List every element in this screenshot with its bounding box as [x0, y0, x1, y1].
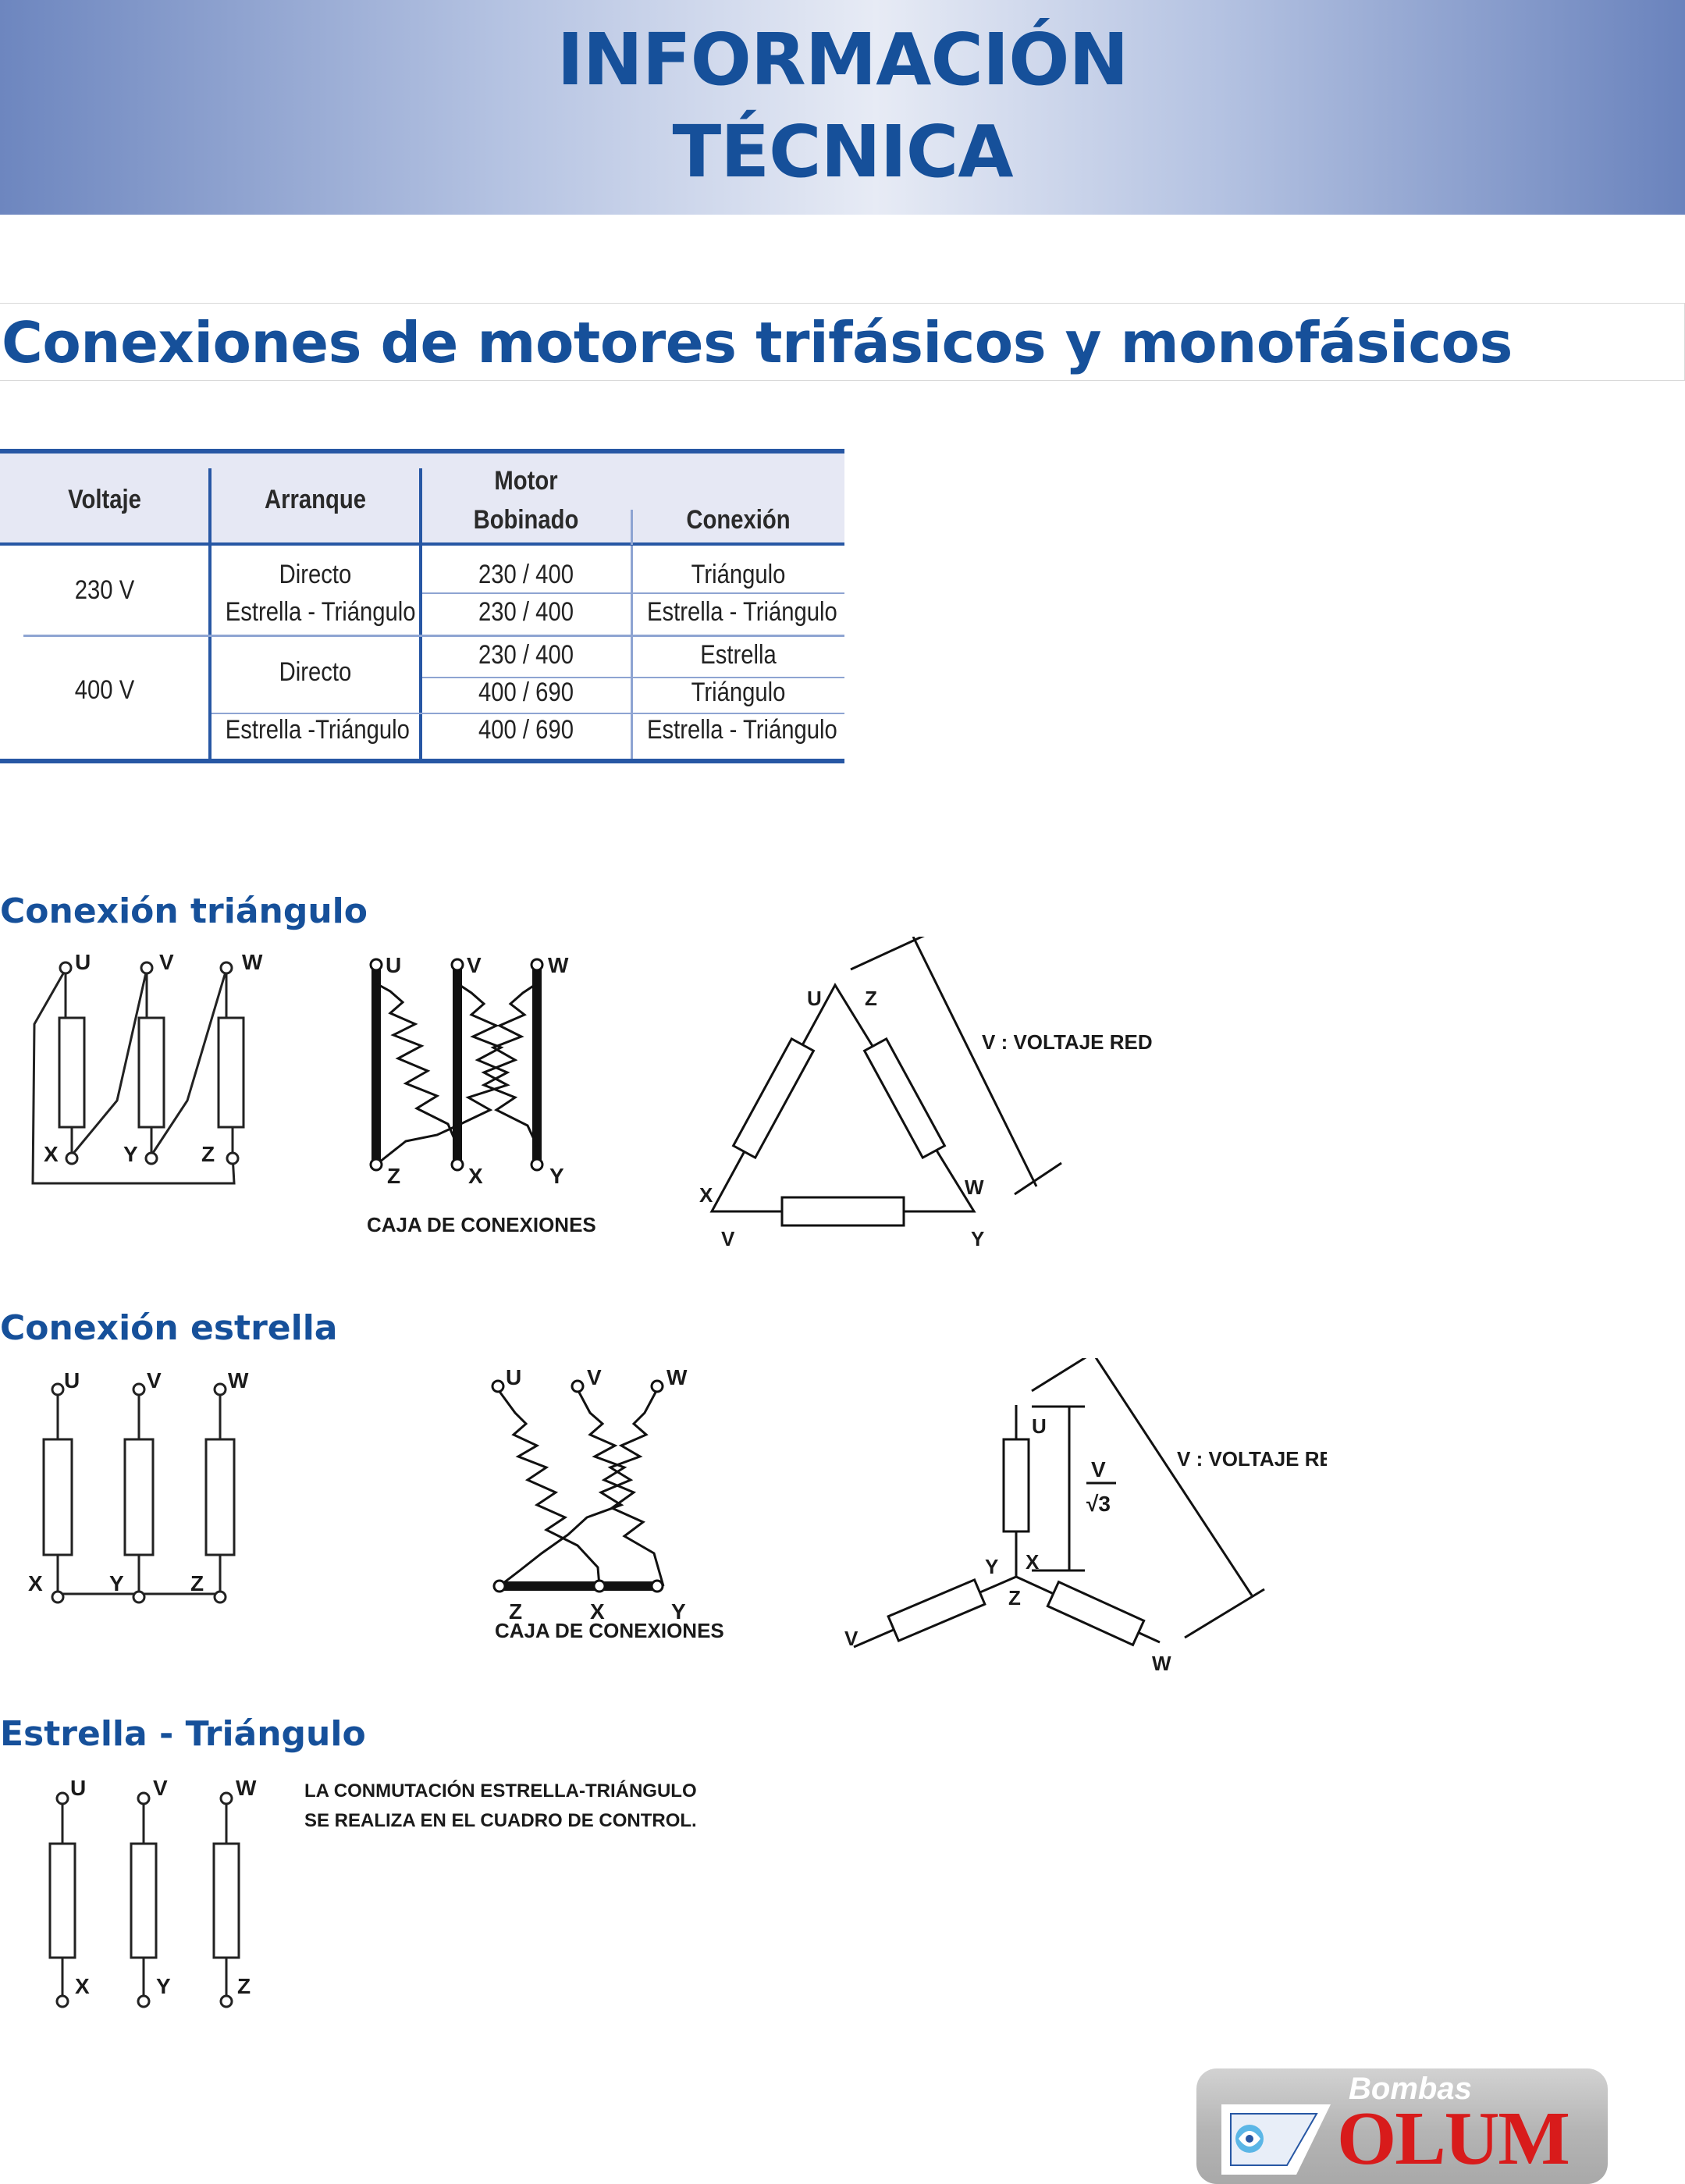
col-divider-2	[419, 546, 422, 759]
terminal-label: W	[236, 1776, 257, 1800]
connection-table: Voltaje Arranque Motor Bobinado Conexión…	[0, 449, 844, 765]
terminal-label: U	[386, 953, 401, 977]
cell-arranque: Estrella -Triángulo	[225, 715, 410, 745]
terminal-label: U	[506, 1365, 521, 1389]
terminal-label: Z	[201, 1142, 215, 1166]
header-voltaje: Voltaje	[68, 485, 141, 514]
terminal-label: U	[70, 1776, 86, 1800]
star-node-label: W	[1152, 1652, 1171, 1675]
note-line-1: LA CONMUTACIÓN ESTRELLA-TRIÁNGULO	[304, 1780, 697, 1802]
terminal-label: X	[28, 1571, 43, 1595]
star-connection-diagram: U V W X Y Z U V W Z X Y CAJA DE CONEXION…	[28, 1358, 1327, 1675]
terminal-label: Y	[156, 1974, 171, 1998]
cell-bobinado: 230 / 400	[478, 560, 574, 589]
note-line-2: SE REALIZA EN EL CUADRO DE CONTROL.	[304, 1810, 697, 1831]
header-bobinado: Bobinado	[473, 505, 579, 535]
cell-bobinado: 400 / 690	[478, 715, 574, 745]
terminal-label: Z	[237, 1974, 251, 1998]
terminal-label: W	[228, 1368, 249, 1393]
fraction-numerator: V	[1091, 1457, 1106, 1481]
row-line-a	[422, 592, 844, 594]
heading-conexion-estrella: Conexión estrella	[0, 1308, 338, 1348]
terminal-label: Y	[109, 1571, 124, 1595]
row-line-c	[212, 713, 844, 714]
cell-voltaje-230: 230 V	[74, 575, 135, 605]
triangle-node-label: Z	[865, 987, 877, 1010]
terminal-label: Y	[549, 1164, 564, 1188]
cell-voltaje-400: 400 V	[74, 675, 135, 705]
table-grid	[0, 449, 844, 763]
header-banner: INFORMACIÓN TÉCNICA	[0, 0, 1685, 215]
star-node-label: Y	[985, 1555, 998, 1578]
caja-label: CAJA DE CONEXIONES	[367, 1213, 596, 1236]
triangle-node-label: Y	[971, 1227, 984, 1250]
header-arranque: Arranque	[265, 485, 366, 514]
star-node-label: Z	[1008, 1586, 1021, 1610]
logo-mark-icon	[1221, 2104, 1331, 2175]
header-divider-2	[419, 468, 422, 545]
star-node-label: X	[1026, 1550, 1040, 1574]
voltage-label: V : VOLTAJE RED	[1177, 1447, 1327, 1471]
section-title: Conexiones de motores trifásicos y monof…	[2, 310, 1513, 375]
cell-bobinado: 230 / 400	[478, 597, 574, 627]
cell-conexion: Estrella - Triángulo	[647, 597, 837, 627]
cell-conexion: Triángulo	[691, 560, 786, 589]
terminal-label: W	[548, 953, 569, 977]
heading-conexion-triangulo: Conexión triángulo	[0, 891, 368, 931]
star-node-label: U	[1032, 1414, 1047, 1438]
table-top-rule	[0, 449, 844, 454]
terminal-label: X	[468, 1164, 483, 1188]
terminal-label: Z	[509, 1599, 522, 1624]
cell-conexion: Triángulo	[691, 678, 786, 707]
terminal-label: Y	[671, 1599, 686, 1624]
logo-brand-text: OLUM	[1337, 2097, 1570, 2181]
table-bottom-rule	[0, 759, 844, 763]
caja-label: CAJA DE CONEXIONES	[495, 1619, 724, 1642]
terminal-label: V	[587, 1365, 602, 1389]
terminal-label: V	[159, 950, 174, 974]
section-title-bar: Conexiones de motores trifásicos y monof…	[0, 303, 1685, 381]
triangle-node-label: X	[699, 1183, 713, 1207]
cell-conexion: Estrella	[700, 640, 777, 670]
cell-conexion: Estrella - Triángulo	[647, 715, 837, 745]
header-divider-1	[208, 468, 212, 545]
fraction-denominator: √3	[1086, 1492, 1111, 1516]
triangle-node-label: V	[721, 1227, 735, 1250]
row-line-b	[422, 677, 844, 678]
terminal-label: V	[147, 1368, 162, 1393]
cell-bobinado: 400 / 690	[478, 678, 574, 707]
col-divider-3	[631, 546, 633, 759]
terminal-label: W	[667, 1365, 688, 1389]
col-divider-1	[208, 546, 212, 759]
header-conexion: Conexión	[686, 505, 791, 535]
voltage-label: V : VOLTAJE RED	[982, 1030, 1153, 1054]
terminal-label: Z	[387, 1164, 400, 1188]
terminal-label: X	[75, 1974, 90, 1998]
cell-arranque: Directo	[279, 657, 352, 687]
triangle-connection-diagram: U V W X Y Z U V W Z X Y CAJA DE CONEXION…	[31, 937, 1153, 1250]
cell-arranque: Directo	[279, 560, 352, 589]
triangle-node-label: U	[807, 987, 822, 1010]
star-node-label: V	[844, 1627, 858, 1650]
terminal-label: Y	[123, 1142, 138, 1166]
terminal-label: U	[64, 1368, 80, 1393]
page-title: INFORMACIÓN TÉCNICA	[556, 18, 1129, 194]
logo-top-text: Bombas	[1349, 2072, 1472, 2106]
heading-estrella-triangulo: Estrella - Triángulo	[0, 1714, 366, 1754]
group-divider	[23, 635, 844, 637]
triangle-node-label: W	[965, 1176, 984, 1199]
bombas-olum-logo: Bombas OLUM	[1196, 2068, 1608, 2184]
cell-arranque: Estrella - Triángulo	[225, 597, 416, 627]
cell-bobinado: 230 / 400	[478, 640, 574, 670]
star-delta-diagram: U V W X Y Z LA CONMUTACIÓN ESTRELLA-TRIÁ…	[48, 1776, 697, 2008]
terminal-label: U	[75, 950, 91, 974]
terminal-label: X	[590, 1599, 605, 1624]
terminal-label: Z	[190, 1571, 204, 1595]
terminal-label: V	[467, 953, 482, 977]
header-motor: Motor	[494, 466, 558, 496]
terminal-label: X	[44, 1142, 59, 1166]
header-divider-3	[631, 510, 633, 545]
terminal-label: W	[242, 950, 263, 974]
terminal-label: V	[153, 1776, 168, 1800]
